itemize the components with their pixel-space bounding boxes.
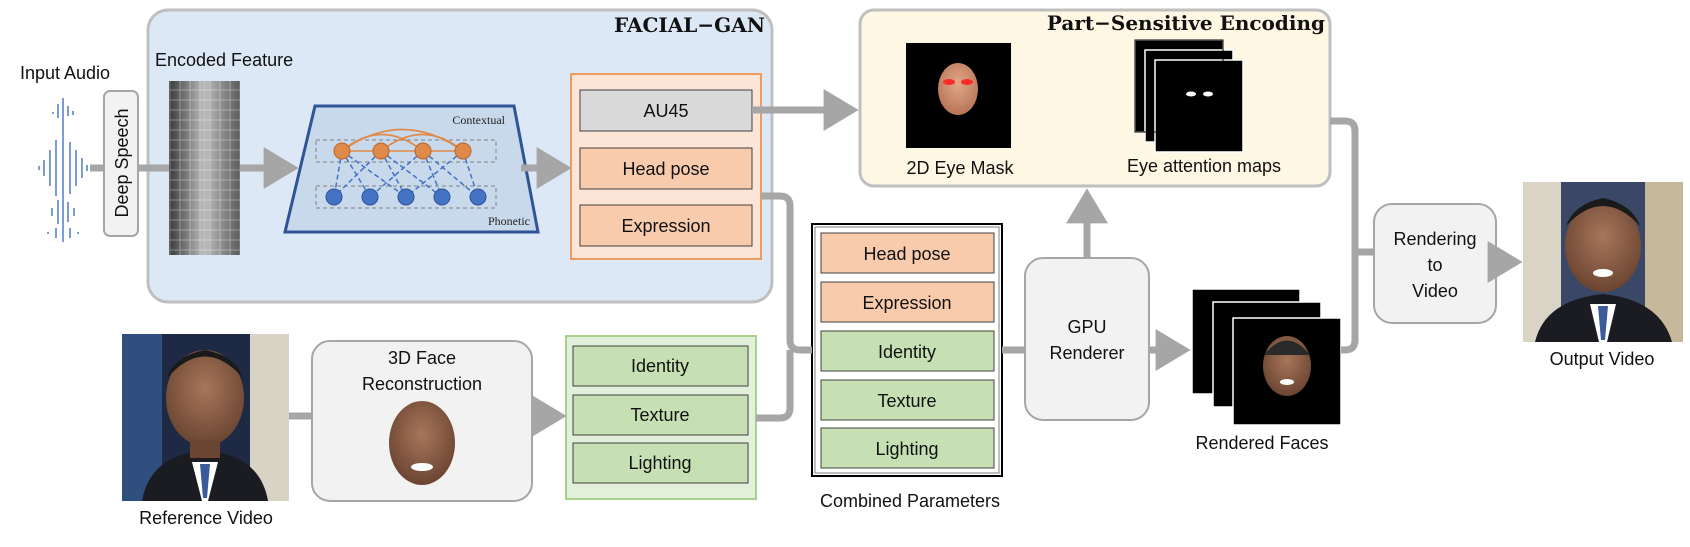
- reference-video-image: [122, 334, 289, 501]
- rendered-faces-image: [1191, 288, 1342, 426]
- head-pose-label: Head pose: [622, 159, 709, 179]
- lighting-label: Lighting: [628, 453, 691, 473]
- combined-identity-box: [820, 330, 995, 372]
- face-recon-line2: Reconstruction: [362, 374, 482, 394]
- combined-head-pose-box: [820, 232, 995, 274]
- expression-label: Expression: [621, 216, 710, 236]
- reference-video-label: Reference Video: [139, 508, 273, 528]
- reconstructed-face-image: [389, 401, 455, 485]
- head-pose-box: [579, 147, 753, 190]
- combined-params-caption: Combined Parameters: [820, 491, 1000, 511]
- identity-label: Identity: [631, 356, 689, 376]
- deep-speech-label: Deep Speech: [112, 108, 132, 217]
- combined-texture-box: [820, 379, 995, 421]
- phonetic-label: Phonetic: [488, 214, 530, 228]
- combined-head-pose-label: Head pose: [863, 244, 950, 264]
- combined-identity-label: Identity: [878, 342, 936, 362]
- eye-mask-image: [906, 43, 1011, 148]
- texture-box: [572, 394, 749, 436]
- gpu-line2: Renderer: [1049, 343, 1124, 363]
- deep-speech-box: [103, 90, 139, 237]
- identity-box: [572, 345, 749, 387]
- au45-label: AU45: [643, 101, 688, 121]
- texture-label: Texture: [630, 405, 689, 425]
- eye-mask-label: 2D Eye Mask: [906, 158, 1014, 178]
- combined-texture-label: Texture: [877, 391, 936, 411]
- gpu-line1: GPU: [1067, 317, 1106, 337]
- rendering-line3: Video: [1412, 281, 1458, 301]
- expression-box: [579, 204, 753, 247]
- audio-waveform: [38, 98, 88, 242]
- face-recon-line1: 3D Face: [388, 348, 456, 368]
- combined-lighting-box: [820, 427, 995, 469]
- combined-expression-box: [820, 281, 995, 323]
- gpu-renderer-box: [1024, 257, 1150, 421]
- contextual-label: Contextual: [452, 113, 505, 127]
- output-video-image: [1523, 182, 1683, 342]
- facial-gan-title: FACIAL−GAN: [614, 13, 765, 37]
- input-audio-label: Input Audio: [20, 63, 110, 83]
- encoded-feature-label: Encoded Feature: [155, 50, 293, 70]
- part-sensitive-title: Part−Sensitive Encoding: [1047, 11, 1325, 35]
- audio-network: Contextual Phonetic: [283, 104, 540, 234]
- eye-attention-maps-image: [1134, 39, 1244, 153]
- rendered-faces-label: Rendered Faces: [1195, 433, 1328, 453]
- attention-maps-label: Eye attention maps: [1127, 156, 1281, 176]
- lighting-box: [572, 442, 749, 484]
- rendering-line1: Rendering: [1393, 229, 1476, 249]
- output-video-label: Output Video: [1550, 349, 1655, 369]
- combined-expression-label: Expression: [862, 293, 951, 313]
- combined-lighting-label: Lighting: [875, 439, 938, 459]
- rendering-line2: to: [1427, 255, 1442, 275]
- connectors: [90, 89, 1523, 437]
- encoded-feature-image: [169, 81, 240, 255]
